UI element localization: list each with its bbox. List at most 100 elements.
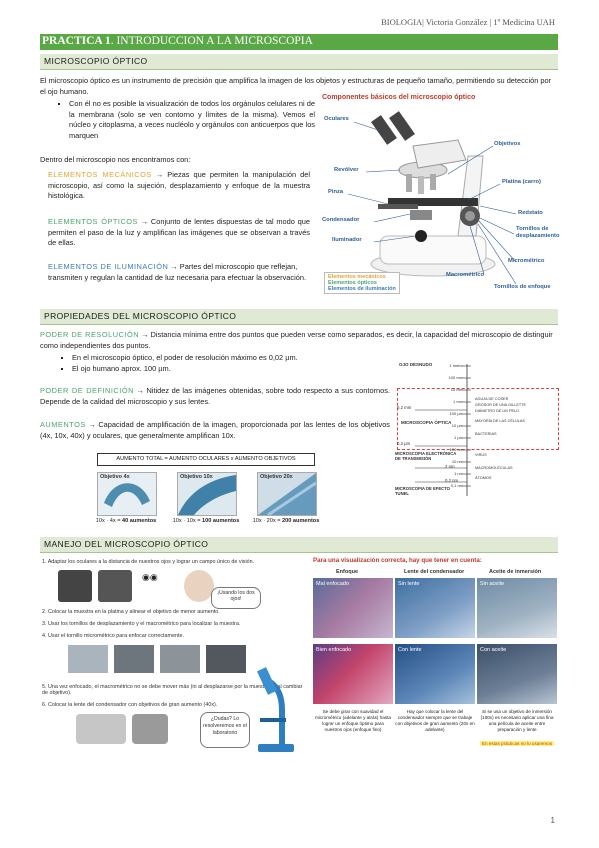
- caption-20x: 10x · 20x = 200 aumentos: [252, 518, 320, 524]
- label-revolver: Revólver: [334, 167, 359, 173]
- tick-9: 1 nm: [454, 471, 463, 476]
- right-0: AGUJA DE COSER: [475, 397, 509, 401]
- label-macrometrico: Macrométrico: [446, 272, 485, 278]
- section-heading-propiedades: PROPIEDADES DEL MICROSCOPIO ÓPTICO: [40, 309, 558, 325]
- label-platina: Platina (carro): [502, 179, 541, 185]
- intro-bullet: Con él no es posible la visualización de…: [57, 99, 315, 141]
- microscope-figure: Componentes básicos del microscopio ópti…: [318, 86, 560, 298]
- focus-photo-1: [68, 645, 108, 673]
- step-1: 1. Adaptar los oculares a la distancia d…: [42, 559, 255, 565]
- tile-con-lente: Con lente: [395, 644, 475, 704]
- scale-val-3: 0,2 nm: [445, 478, 459, 483]
- condenser-photo-2: [132, 714, 168, 744]
- poder-definicion: PODER DE DEFINICIÓN → Nitidez de las imá…: [40, 386, 390, 406]
- tile-con-aceite: Con aceite: [477, 644, 557, 704]
- note-lente: Hay que colocar la lente del condensador…: [395, 709, 475, 732]
- microscope-figure-title: Componentes básicos del microscopio ópti…: [322, 94, 476, 101]
- scale-val-0: 0,2 mm: [397, 405, 412, 410]
- step-4-photos: [68, 645, 248, 675]
- col-enfoque: Enfoque: [336, 569, 358, 575]
- ocular-photo-1: [58, 570, 92, 602]
- thumb-20x-tag: Objetivo 20x: [260, 474, 293, 480]
- thumb-10x-tag: Objetivo 10x: [180, 474, 213, 480]
- tile-sin-aceite: Sin aceite: [477, 578, 557, 638]
- right-3: MAYORÍA DE LAS CÉLULAS: [475, 419, 525, 423]
- section-heading-manejo: MANEJO DEL MICROSCOPIO ÓPTICO: [40, 537, 558, 553]
- col-aceite: Aceite de inmersión: [489, 569, 542, 575]
- right-4: BACTERIAS: [475, 432, 497, 436]
- tile-mal-enfocado: Mal enfocado: [313, 578, 393, 638]
- caption-10x: 10x · 10x = 100 aumentos: [172, 518, 240, 524]
- label-oculares: Oculares: [324, 116, 349, 122]
- condenser-photo: [76, 714, 126, 744]
- caption-4x: 10x · 4x = 40 aumentos: [95, 518, 157, 524]
- label-micrometrico: Micrométrico: [508, 258, 545, 264]
- elementos-iluminacion: ELEMENTOS DE ILUMINACIÓN → Partes del mi…: [48, 262, 307, 282]
- label-iluminador: Iluminador: [332, 237, 362, 243]
- tick-1: 100 mm: [448, 375, 463, 380]
- scale-left-1: MICROSCOPIA ÓPTICA: [401, 420, 452, 425]
- ocular-photo-2: [98, 570, 132, 602]
- tick-3: 1 mm: [453, 399, 463, 404]
- microscope-legend: Elementos mecánicos Elementos ópticos El…: [324, 272, 400, 294]
- label-objetivos: Objetivos: [494, 141, 521, 147]
- right-1: GROSOR DE UNA GILLETTE: [475, 403, 527, 407]
- tick-10: 0,1 nm: [450, 483, 463, 488]
- elementos-mecanicos: ELEMENTOS MECÁNICOS → Piezas que permite…: [48, 170, 310, 200]
- step-5: 5. Una vez enfocado, el macrométrico no …: [42, 684, 303, 696]
- thumb-20x: Objetivo 20x: [257, 472, 317, 517]
- legend-mecanicos: Elementos mecánicos: [328, 274, 386, 280]
- focus-photo-4: [206, 645, 246, 673]
- label-pinza: Pinza: [328, 189, 344, 195]
- tick-8: 10 nm: [451, 459, 463, 464]
- right-7: ÁTOMOS: [475, 476, 492, 480]
- poder-resolucion: PODER DE RESOLUCIÓN → Distancia mínima e…: [40, 330, 553, 350]
- baby-face-image: [184, 570, 214, 602]
- tile-bien-enfocado: Bien enfocado: [313, 644, 393, 704]
- focus-photo-3: [160, 645, 200, 673]
- elementos-opticos: ELEMENTOS ÓPTICOS → Conjunto de lentes d…: [48, 217, 310, 247]
- scale-val-1: 0,2 µm: [397, 441, 411, 446]
- running-header: BIOLOGIA| Victoria González | 1º Medicin…: [381, 17, 555, 27]
- tick-2: 10 mm: [450, 387, 463, 392]
- tick-5: 10 µm: [451, 423, 463, 428]
- thumb-4x: Objetivo 4x: [97, 472, 157, 516]
- right-5: VIRUS: [475, 453, 487, 457]
- resolucion-bullets: En el microscopio óptico, el poder de re…: [60, 353, 390, 374]
- resolution-scale-figure: OJO DESNUDO MICROSCOPIA ÓPTICA MICROSCOP…: [395, 356, 560, 504]
- label-tornillos-desplazamiento: Tornillos de desplazamiento: [516, 226, 560, 239]
- tick-0: 1 metro: [449, 363, 463, 368]
- focus-photo-2: [114, 645, 154, 673]
- page-title: PRACTICA 1. INTRODUCCION A LA MICROSCOPI…: [42, 35, 313, 47]
- title-bar: [40, 34, 558, 50]
- aumentos: AUMENTOS → Capacidad de amplificación de…: [40, 420, 390, 440]
- cartoon-microscope-icon: [256, 667, 294, 752]
- optical-range-highlight: [397, 388, 559, 450]
- tile-sin-lente: Sin lente: [395, 578, 475, 638]
- tick-6: 1 µm: [454, 435, 463, 440]
- step-1-illustration: ◉◉: [54, 568, 254, 604]
- thumb-4x-tag: Objetivo 4x: [100, 474, 130, 480]
- legend-iluminacion: Elementos de iluminación: [328, 286, 396, 292]
- scale-val-2: 2 nm: [445, 464, 455, 469]
- label-condensador: Condensador: [322, 217, 360, 223]
- scale-axis: [415, 364, 471, 496]
- tick-4: 100 µm: [449, 411, 463, 416]
- step-2: 2. Colocar la muestra en la platina y al…: [42, 609, 220, 615]
- intro-lead: Dentro del microscopio nos encontramos c…: [40, 155, 191, 164]
- intro-paragraph: El microscopio óptico es un instrumento …: [40, 76, 552, 96]
- speech-bubble-dudas: ¿Dudas? Lo resolveremos en el laboratori…: [200, 712, 250, 748]
- microscope-illustration: [347, 111, 517, 285]
- label-redstato: Redstato: [518, 210, 543, 216]
- speech-bubble-eyes: ¡Usando los dos ojos!: [211, 587, 261, 609]
- visualization-title: Para una visualización correcta, hay que…: [313, 557, 482, 564]
- scale-left-2: MICROSCOPIA ELECTRÓNICA DE TRANSMISIÓN: [395, 451, 457, 461]
- right-2: DIÁMETRO DE UN PELO: [475, 409, 520, 413]
- section-heading-microscopio: MICROSCOPIO ÓPTICO: [40, 54, 558, 70]
- step-3: 3. Usar los tornillos de desplazamiento …: [42, 621, 241, 627]
- step-6: 6. Colocar la lente del condensador con …: [42, 702, 218, 708]
- page-number: 1: [550, 816, 555, 825]
- scale-left-3: MICROSCOPIA DE EFECTO TUNEL: [395, 486, 450, 496]
- note-aceite: Si se usa un objetivo de inmersión (100x…: [480, 709, 554, 732]
- step-4: 4. Usar el tornillo micrométrico para en…: [42, 633, 185, 639]
